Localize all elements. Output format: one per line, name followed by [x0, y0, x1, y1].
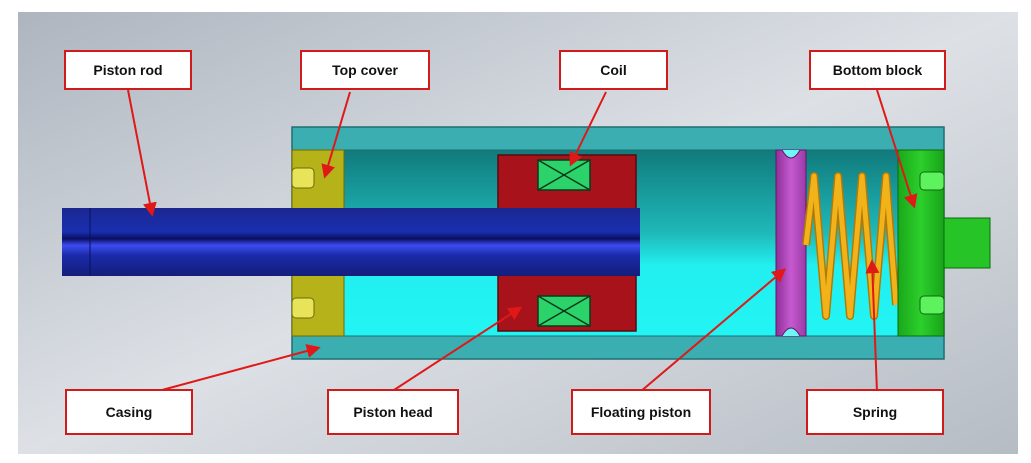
floating-piston — [775, 149, 807, 337]
arrow-coil — [569, 91, 607, 167]
bottom-block-bolt-upper — [919, 171, 945, 191]
arrow-floating-piston — [639, 268, 787, 393]
floating-piston-seal-top — [781, 149, 801, 159]
label-piston-rod: Piston rod — [64, 50, 192, 90]
arrow-top-cover — [321, 91, 351, 179]
label-piston-head: Piston head — [327, 389, 459, 435]
arrow-bottom-block — [876, 89, 918, 209]
coil-upper — [537, 159, 591, 191]
top-cover-bolt-lower — [291, 297, 315, 319]
spring — [803, 173, 899, 319]
bottom-block-stub — [943, 217, 991, 269]
arrow-casing — [161, 344, 321, 391]
label-floating-piston: Floating piston — [571, 389, 711, 435]
arrow-spring — [865, 259, 880, 393]
bottom-block-bolt-lower — [919, 295, 945, 315]
top-cover-bolt-upper — [291, 167, 315, 189]
label-spring: Spring — [806, 389, 944, 435]
label-bottom-block: Bottom block — [809, 50, 946, 90]
piston-rod — [62, 208, 640, 276]
arrow-piston-head — [393, 306, 523, 391]
floating-piston-seal-bottom — [781, 327, 801, 337]
label-casing: Casing — [65, 389, 193, 435]
label-coil: Coil — [559, 50, 668, 90]
coil-lower — [537, 295, 591, 327]
arrow-piston-rod — [127, 89, 157, 217]
label-top-cover: Top cover — [300, 50, 430, 90]
